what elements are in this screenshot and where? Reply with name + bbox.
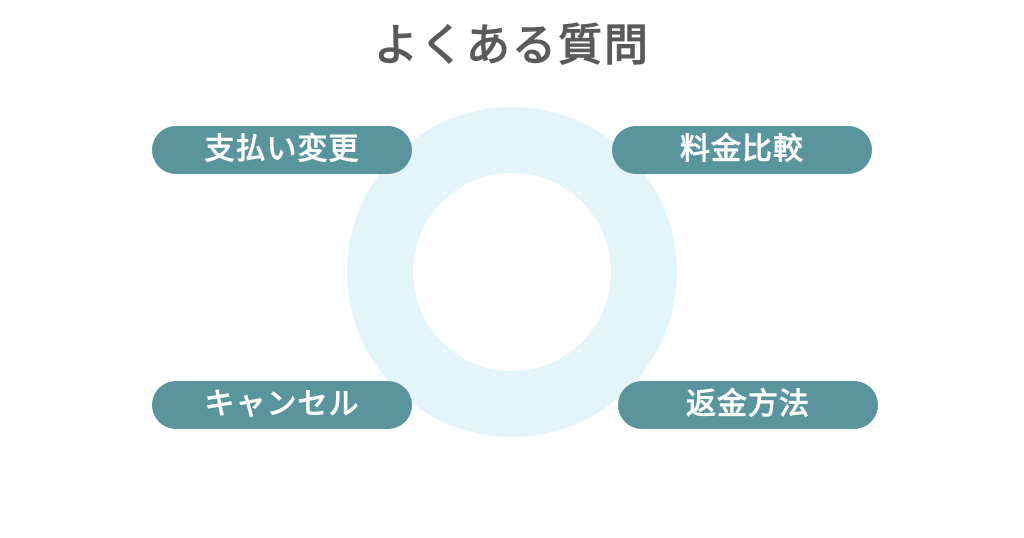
topic-payment-change[interactable]: 支払い変更 bbox=[152, 126, 412, 174]
topic-cancellation[interactable]: キャンセル bbox=[152, 381, 412, 429]
topic-price-comparison[interactable]: 料金比較 bbox=[612, 126, 872, 174]
center-ring-hole bbox=[413, 173, 611, 371]
page-title: よくある質問 bbox=[374, 20, 650, 71]
topic-refund-method[interactable]: 返金方法 bbox=[618, 381, 878, 429]
